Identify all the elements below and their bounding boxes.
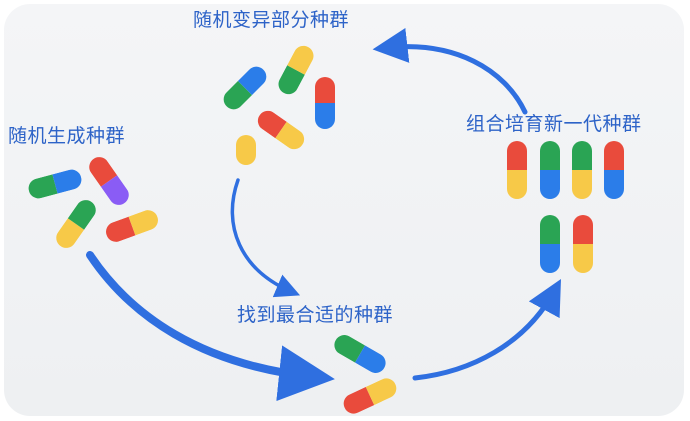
capsule (274, 42, 318, 98)
capsule (219, 62, 271, 114)
capsule (573, 215, 593, 273)
arrow-best-to-combine (412, 279, 561, 381)
label-random-population: 随机生成种群 (8, 125, 126, 147)
label-find-best-population: 找到最合适的种群 (237, 304, 394, 326)
capsule (236, 135, 256, 165)
capsule (604, 141, 624, 199)
arrow-combine-to-mutate (372, 28, 528, 115)
capsule-group (26, 42, 624, 417)
capsule (330, 331, 390, 377)
capsule (340, 375, 400, 417)
label-mutate-population: 随机变异部分种群 (193, 9, 350, 31)
capsule (253, 106, 309, 154)
capsule (540, 215, 560, 273)
capsule (572, 141, 592, 199)
capsule (103, 207, 161, 245)
label-combine-new-generation: 组合培育新一代种群 (466, 113, 642, 135)
capsule (85, 153, 133, 209)
arrow-random-to-best (86, 251, 335, 402)
capsule (540, 141, 560, 199)
capsule (52, 196, 100, 252)
arrow-mutate-to-best (230, 178, 301, 298)
capsule (26, 167, 84, 201)
capsule (315, 77, 335, 129)
capsule (507, 141, 527, 199)
